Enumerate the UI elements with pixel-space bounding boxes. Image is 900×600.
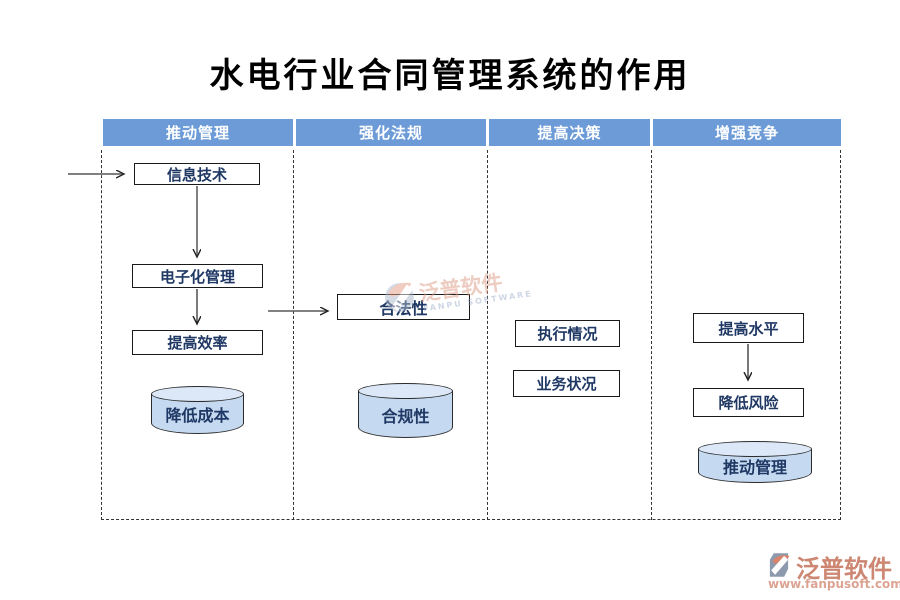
node-label: 合法性: [379, 299, 428, 318]
node-improve-level: 提高水平: [693, 313, 804, 343]
cylinder-compliance: 合规性: [358, 383, 453, 438]
column-header-promote-management: 推动管理: [103, 119, 293, 146]
node-label: 提高水平: [718, 319, 779, 338]
node-label: 信息技术: [166, 165, 227, 184]
cylinder-label: 降低成本: [165, 406, 230, 425]
node-reduce-risk: 降低风险: [693, 388, 804, 417]
node-execution-status: 执行情况: [515, 320, 620, 347]
node-label: 执行情况: [537, 325, 598, 343]
node-label: 业务状况: [536, 375, 597, 393]
column-header-strengthen-regulations: 强化法规: [296, 119, 486, 146]
node-electronic-management: 电子化管理: [132, 264, 263, 288]
cylinder-top: [358, 383, 453, 399]
node-label: 降低风险: [718, 394, 779, 412]
node-label: 电子化管理: [159, 267, 235, 286]
footer-brand-text: 泛普软件: [796, 554, 892, 583]
node-information-technology: 信息技术: [134, 163, 260, 185]
node-business-status: 业务状况: [513, 370, 620, 397]
swimlane-frame: [101, 150, 841, 520]
column-header-improve-decision: 提高决策: [489, 119, 650, 146]
cylinder-top: [698, 441, 812, 457]
column-header-enhance-competition: 增强竞争: [653, 119, 841, 146]
cylinder-top: [151, 386, 244, 402]
footer-logo-icon: [769, 553, 790, 577]
cylinder-body: [151, 394, 244, 434]
swimlane-divider-1: [293, 150, 294, 520]
cylinder-label: 推动管理: [722, 458, 787, 477]
node-legality: 合法性: [337, 294, 470, 320]
footer-url-text: www.fanpusoft.com: [768, 577, 900, 591]
cylinder-cost-reduction: 降低成本: [151, 386, 244, 434]
page-title: 水电行业合同管理系统的作用: [209, 56, 691, 96]
node-label: 提高效率: [167, 334, 228, 352]
cylinder-promote-management: 推动管理: [698, 441, 812, 483]
swimlane-divider-2: [487, 150, 488, 520]
cylinder-label: 合规性: [381, 406, 430, 426]
node-improve-efficiency: 提高效率: [132, 330, 263, 355]
swimlane-divider-3: [651, 150, 652, 520]
